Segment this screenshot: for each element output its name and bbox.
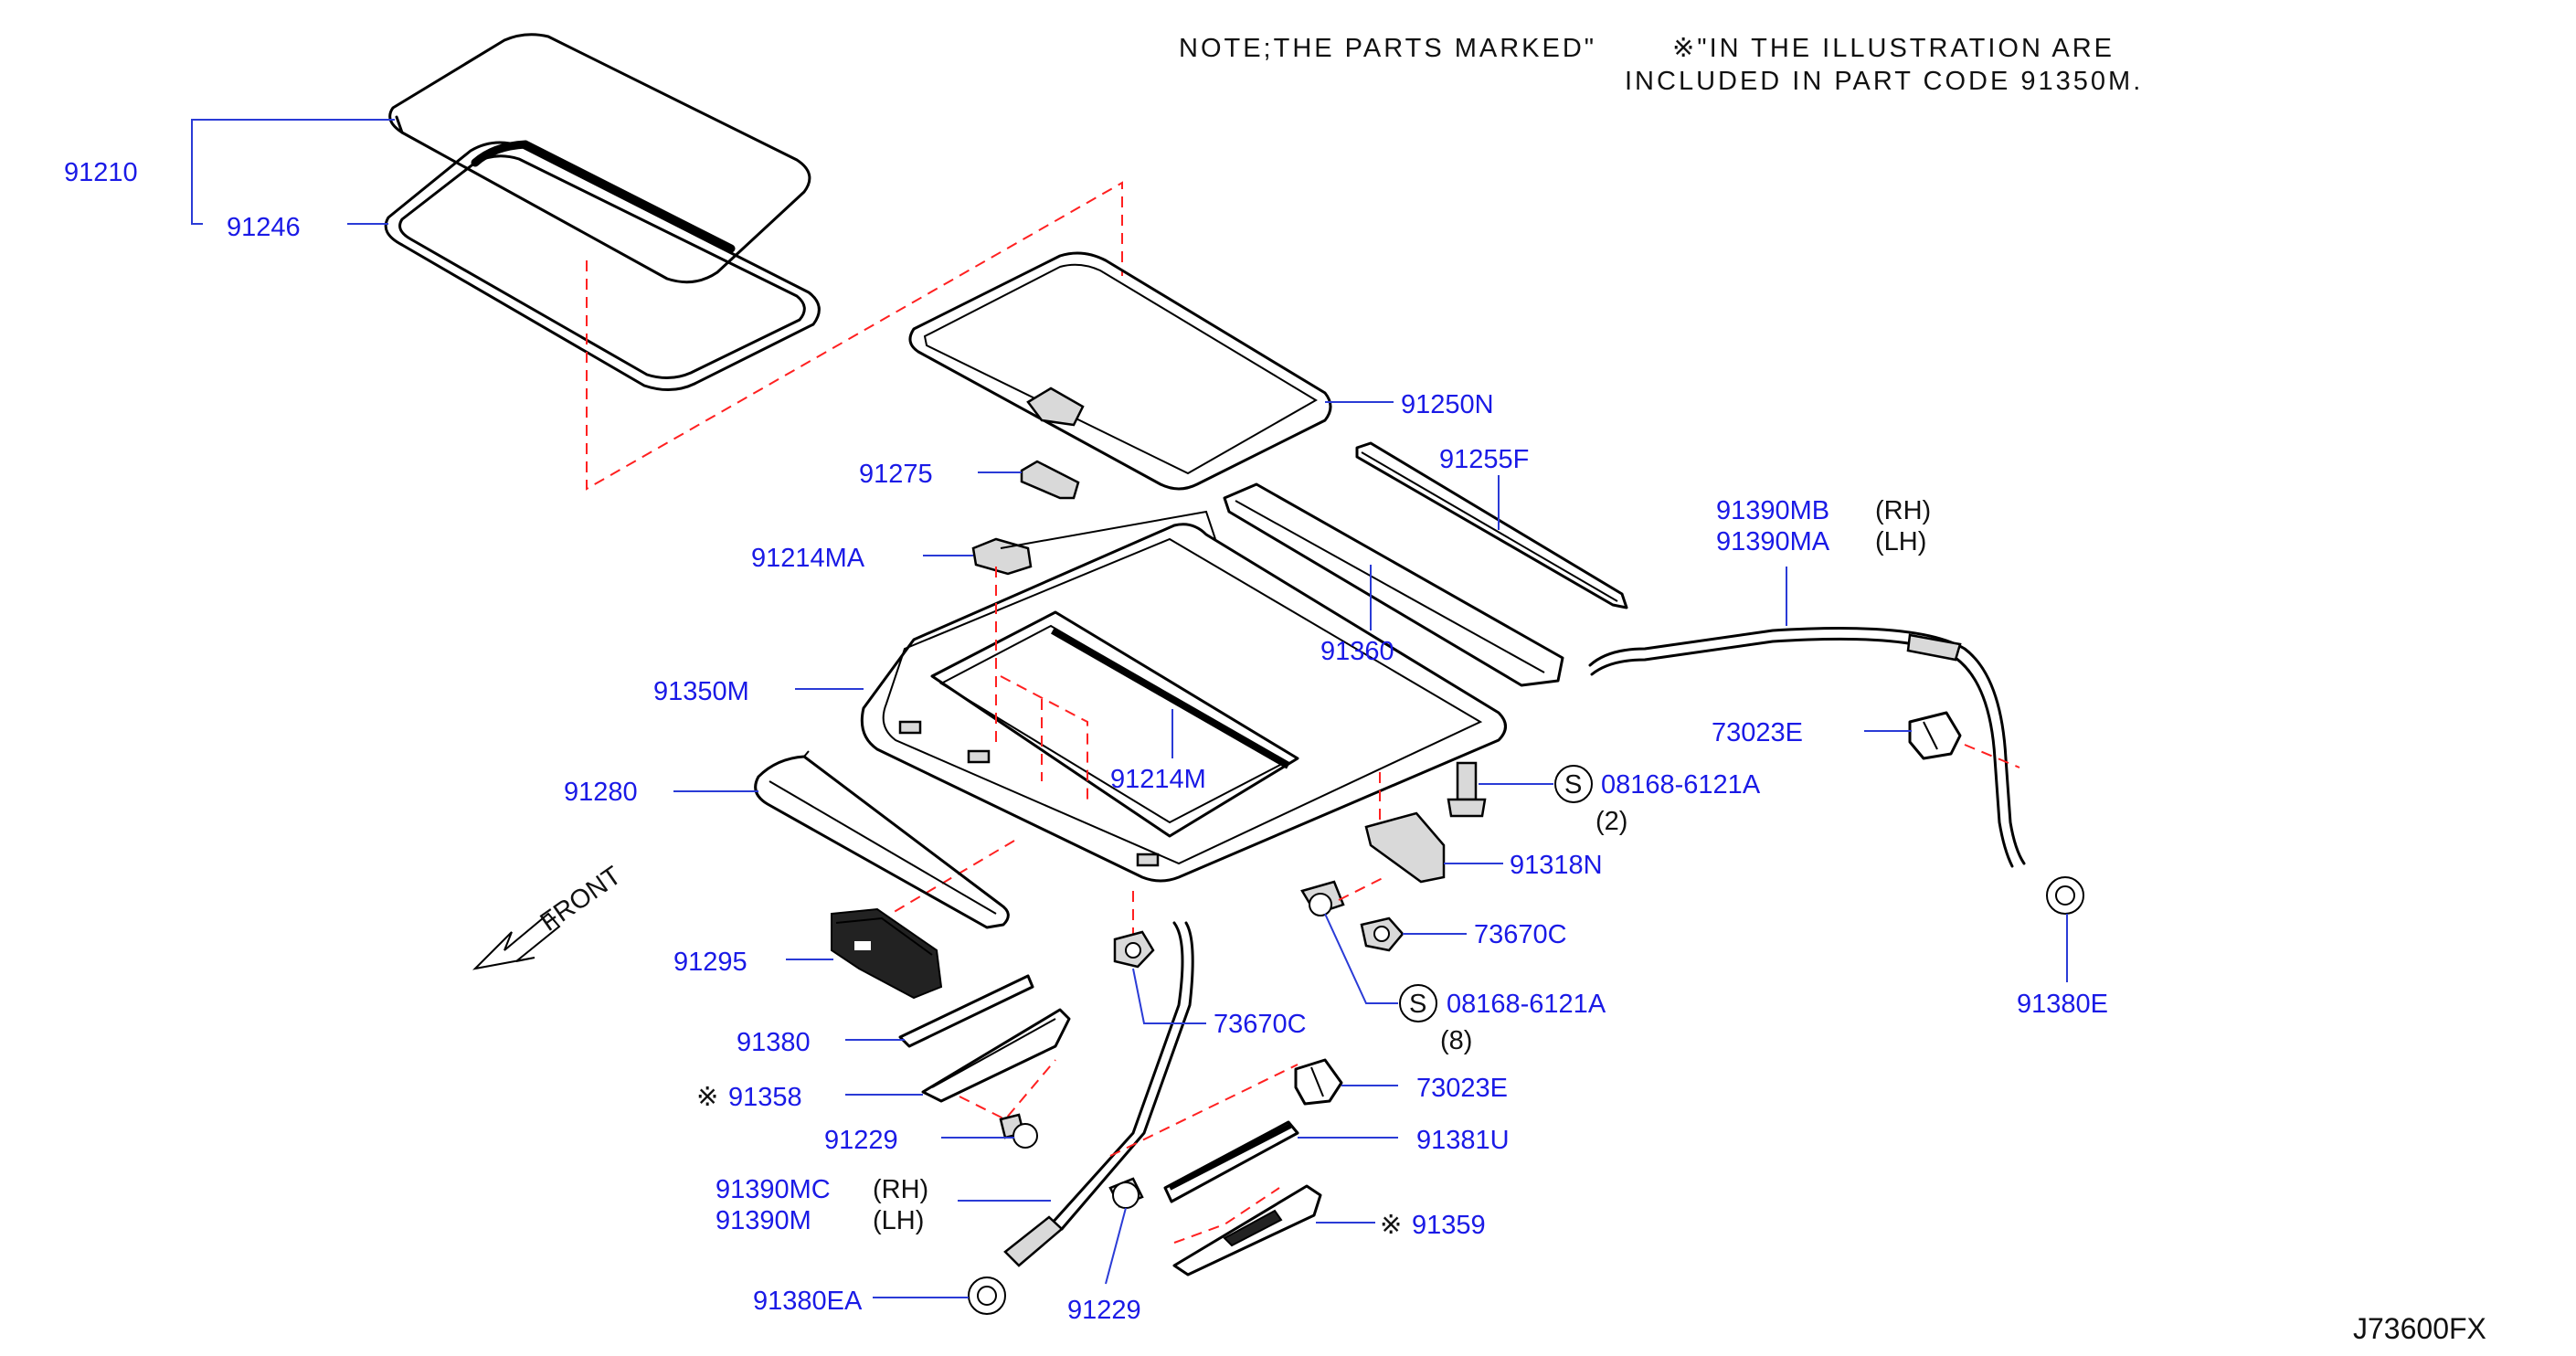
bracket-91318N bbox=[1364, 811, 1446, 884]
clip-73023E-a bbox=[1908, 711, 1962, 760]
label-lh-1: (LH) bbox=[1875, 527, 1926, 556]
rail-91360 bbox=[1223, 482, 1564, 687]
label-91280: 91280 bbox=[564, 778, 638, 807]
guide-frame-5 bbox=[890, 840, 1015, 915]
weatherstrip-91246 bbox=[384, 140, 821, 391]
rail-91359 bbox=[1172, 1184, 1322, 1277]
leader-91210 bbox=[191, 119, 395, 225]
nut-73670C-b bbox=[1360, 916, 1405, 952]
rail-91358 bbox=[921, 1008, 1071, 1103]
label-91358: 91358 bbox=[728, 1083, 802, 1112]
label-91246: 91246 bbox=[227, 213, 301, 242]
label-lh-2: (LH) bbox=[873, 1206, 924, 1235]
screw-08168-a bbox=[1447, 761, 1487, 818]
label-91229-a: 91229 bbox=[824, 1126, 898, 1155]
label-91214MA: 91214MA bbox=[751, 544, 865, 573]
label-91360: 91360 bbox=[1320, 637, 1394, 666]
nut-73670C-a bbox=[1113, 930, 1155, 969]
label-08168-6121A-a: 08168-6121A bbox=[1601, 770, 1761, 800]
guide-91381U bbox=[1109, 1064, 1299, 1157]
label-91250N: 91250N bbox=[1401, 390, 1494, 419]
s-mark-2: S bbox=[1409, 990, 1426, 1019]
s-mark-icon-1: S bbox=[1554, 765, 1593, 803]
label-91255F: 91255F bbox=[1439, 445, 1529, 474]
motor-91295 bbox=[831, 907, 943, 1000]
sunroof-frame-91350M bbox=[860, 510, 1507, 883]
label-91210: 91210 bbox=[64, 158, 138, 187]
label-qty-8: (8) bbox=[1440, 1026, 1472, 1055]
label-rh-1: (RH) bbox=[1875, 496, 1931, 525]
note-line-2: INCLUDED IN PART CODE 91350M. bbox=[1625, 67, 2143, 96]
label-91350M: 91350M bbox=[653, 677, 749, 706]
label-91390M: 91390M bbox=[716, 1206, 811, 1235]
diagram-code: J73600FX bbox=[2353, 1312, 2486, 1345]
guide-screw-b bbox=[1338, 876, 1385, 901]
handle-91275 bbox=[1020, 460, 1080, 500]
bolt-91229-a bbox=[999, 1113, 1038, 1149]
guide-frame-2 bbox=[1000, 675, 1088, 804]
strip-91380 bbox=[898, 974, 1034, 1048]
front-label: FRONT bbox=[535, 861, 627, 938]
pad-91214MA bbox=[971, 537, 1033, 576]
note-line-1a: NOTE;THE PARTS MARKED" bbox=[1179, 34, 1596, 63]
label-91275: 91275 bbox=[859, 460, 933, 489]
mark-91358: ※ bbox=[696, 1083, 718, 1112]
clip-91380E bbox=[2046, 876, 2084, 915]
deflector-91280 bbox=[754, 750, 1010, 929]
label-91380EA: 91380EA bbox=[753, 1287, 863, 1316]
clip-91380EA bbox=[968, 1277, 1006, 1315]
bolt-91229-b bbox=[1108, 1177, 1144, 1209]
screw-08168-b bbox=[1300, 880, 1345, 916]
guide-91359 bbox=[1173, 1187, 1280, 1244]
strip-91381U bbox=[1163, 1120, 1299, 1203]
guide-73023E-a bbox=[1964, 744, 2020, 768]
label-qty-2: (2) bbox=[1595, 807, 1627, 836]
leader-91229-b bbox=[1105, 1207, 1127, 1285]
strip-91255F bbox=[1355, 441, 1628, 609]
label-91359: 91359 bbox=[1412, 1211, 1486, 1240]
s-mark-icon-2: S bbox=[1399, 984, 1437, 1022]
label-91214M: 91214M bbox=[1110, 765, 1206, 794]
leader-73670C-b bbox=[1132, 968, 1206, 1024]
glass-panel-91210 bbox=[388, 33, 811, 284]
label-73023E-a: 73023E bbox=[1712, 718, 1803, 747]
label-rh-2: (RH) bbox=[873, 1175, 928, 1204]
label-91390MA: 91390MA bbox=[1716, 527, 1830, 556]
label-73670C-b: 73670C bbox=[1214, 1010, 1307, 1039]
label-08168-6121A-b: 08168-6121A bbox=[1447, 990, 1606, 1019]
label-91390MC: 91390MC bbox=[716, 1175, 831, 1204]
label-91380: 91380 bbox=[737, 1028, 811, 1057]
cable-91390MB bbox=[1588, 627, 2026, 868]
label-91295: 91295 bbox=[673, 948, 747, 977]
label-91381U: 91381U bbox=[1416, 1126, 1510, 1155]
s-mark-1: S bbox=[1564, 770, 1582, 800]
sunshade-91250N bbox=[908, 251, 1332, 491]
leader-08168-b bbox=[1324, 913, 1398, 1004]
cable-91390MC bbox=[1003, 921, 1194, 1267]
mark-91359: ※ bbox=[1380, 1211, 1402, 1240]
label-91380E: 91380E bbox=[2017, 990, 2108, 1019]
guide-glass bbox=[586, 181, 1123, 491]
label-91229-b: 91229 bbox=[1067, 1296, 1141, 1325]
label-91318N: 91318N bbox=[1510, 851, 1603, 880]
label-91390MB: 91390MB bbox=[1716, 496, 1829, 525]
clip-73023E-b bbox=[1294, 1058, 1343, 1106]
front-arrow-icon bbox=[472, 912, 561, 970]
note-line-1b: ※"IN THE ILLUSTRATION ARE bbox=[1672, 34, 2115, 63]
label-73023E-b: 73023E bbox=[1416, 1074, 1508, 1103]
label-73670C-a: 73670C bbox=[1474, 920, 1567, 949]
